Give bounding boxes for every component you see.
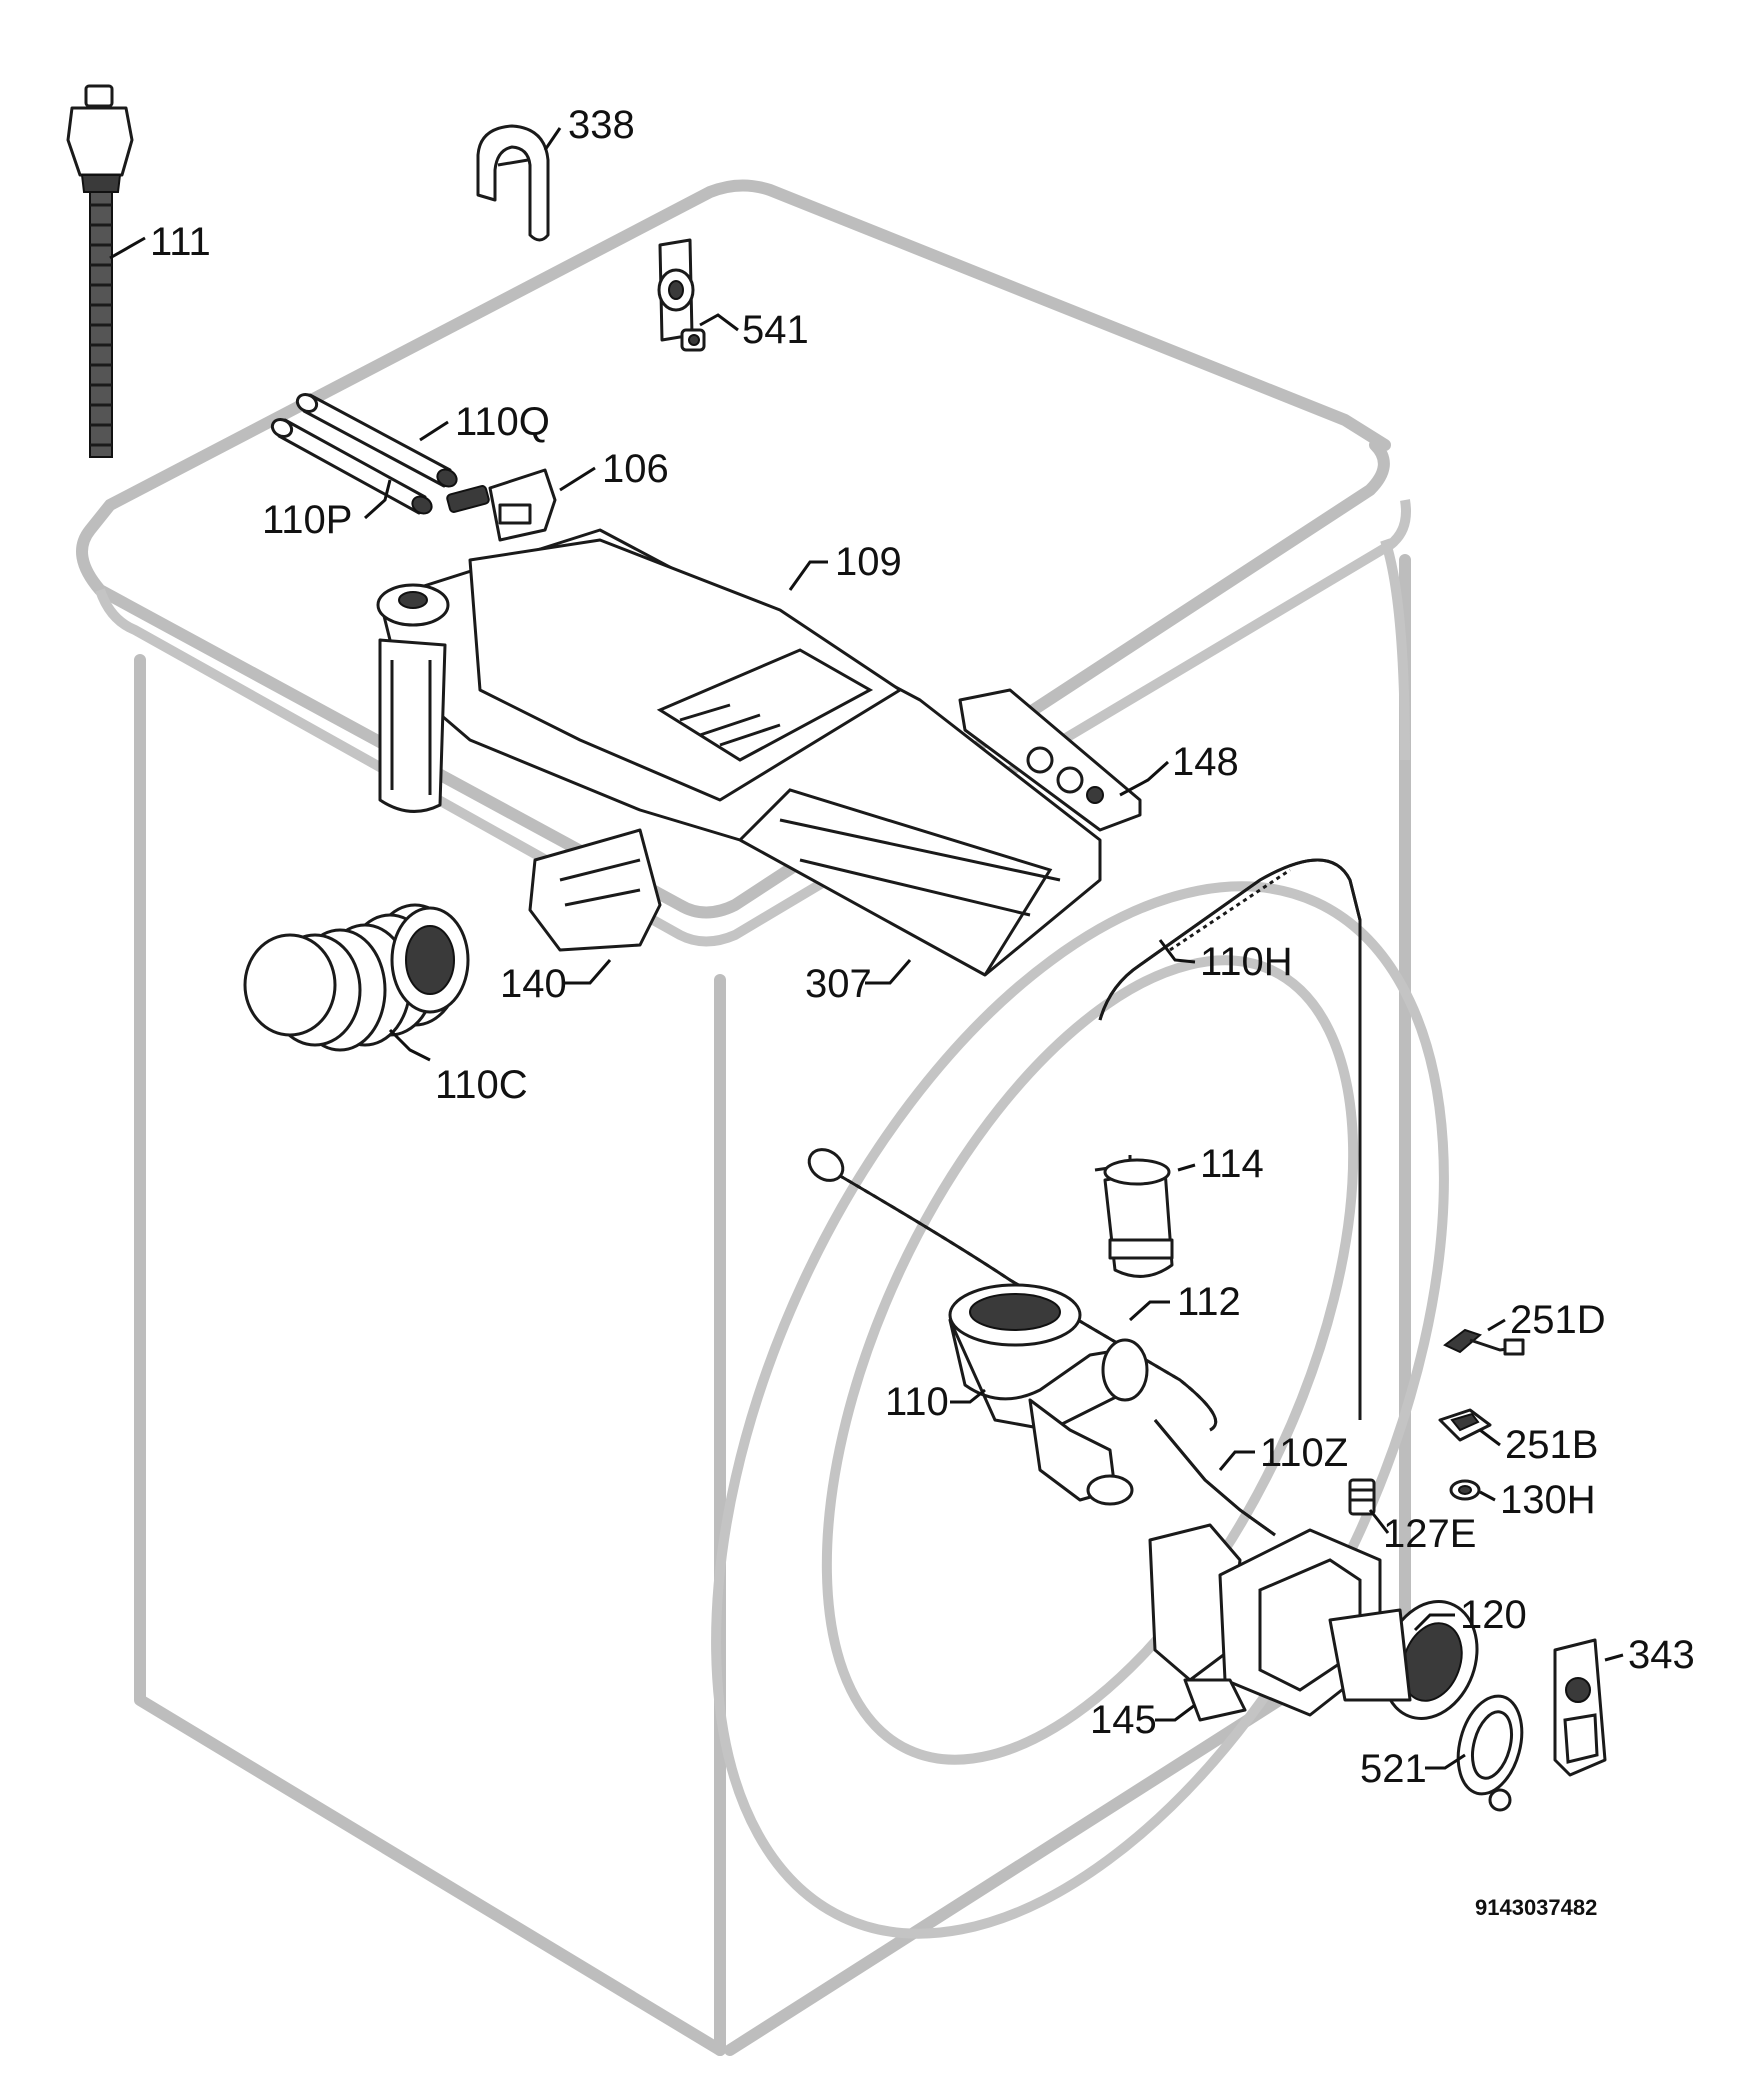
part-521-filter-cap <box>1456 1694 1524 1812</box>
callout-251b: 251B <box>1505 1423 1598 1467</box>
part-140-bracket <box>528 828 662 952</box>
callout-127e: 127E <box>1383 1512 1476 1556</box>
part-338-hose-guide <box>476 124 550 242</box>
part-111-inlet-hose <box>66 84 134 458</box>
callout-labels: 338 111 541 110Q 106 110P 109 148 110H 1… <box>150 103 1695 1920</box>
callout-110h: 110H <box>1200 940 1293 984</box>
callout-106: 106 <box>602 447 669 491</box>
part-110h-hose <box>1098 858 1362 1420</box>
part-109-pump-column <box>376 583 450 813</box>
part-110z-hose <box>1153 1419 1276 1537</box>
part-251d-clip <box>1443 1328 1525 1356</box>
part-120-pump-housing <box>1148 1523 1479 1720</box>
callout-109: 109 <box>835 540 902 584</box>
callout-110c: 110C <box>435 1063 528 1107</box>
part-110q-tube <box>295 393 458 488</box>
part-541-bracket <box>657 238 706 352</box>
callout-251d: 251D <box>1510 1298 1606 1342</box>
part-110c-bellows <box>243 903 470 1052</box>
part-343-cover <box>1553 1638 1607 1777</box>
part-251b-block <box>1438 1408 1492 1442</box>
part-130h-grommet <box>1449 1479 1481 1501</box>
leader-lines <box>109 127 1624 1770</box>
callout-110p: 110P <box>262 498 352 542</box>
part-127e-fitting <box>1348 1478 1376 1516</box>
diagram-reference-number: 9143037482 <box>1475 1895 1597 1920</box>
part-148-bracket <box>958 688 1142 832</box>
callout-140: 140 <box>500 962 567 1006</box>
callout-110z: 110Z <box>1260 1431 1348 1475</box>
callout-145: 145 <box>1090 1698 1157 1742</box>
callout-110: 110 <box>885 1380 949 1424</box>
part-112-drain-hose <box>807 1148 1218 1432</box>
part-110-sump <box>948 1283 1149 1506</box>
callout-148: 148 <box>1172 740 1239 784</box>
part-109-dispenser-housing <box>378 528 1102 977</box>
callout-343: 343 <box>1628 1633 1695 1677</box>
part-106-valve <box>446 468 557 542</box>
part-114-pump <box>1094 1155 1174 1278</box>
callout-120: 120 <box>1460 1593 1527 1637</box>
callout-307: 307 <box>805 962 872 1006</box>
callout-541: 541 <box>742 308 809 352</box>
callout-114: 114 <box>1200 1142 1264 1186</box>
callout-112: 112 <box>1177 1280 1241 1324</box>
callout-110q: 110Q <box>455 400 550 444</box>
callout-521: 521 <box>1360 1747 1427 1791</box>
callout-338: 338 <box>568 103 635 147</box>
callout-111: 111 <box>150 220 211 264</box>
callout-130h: 130H <box>1500 1478 1596 1522</box>
